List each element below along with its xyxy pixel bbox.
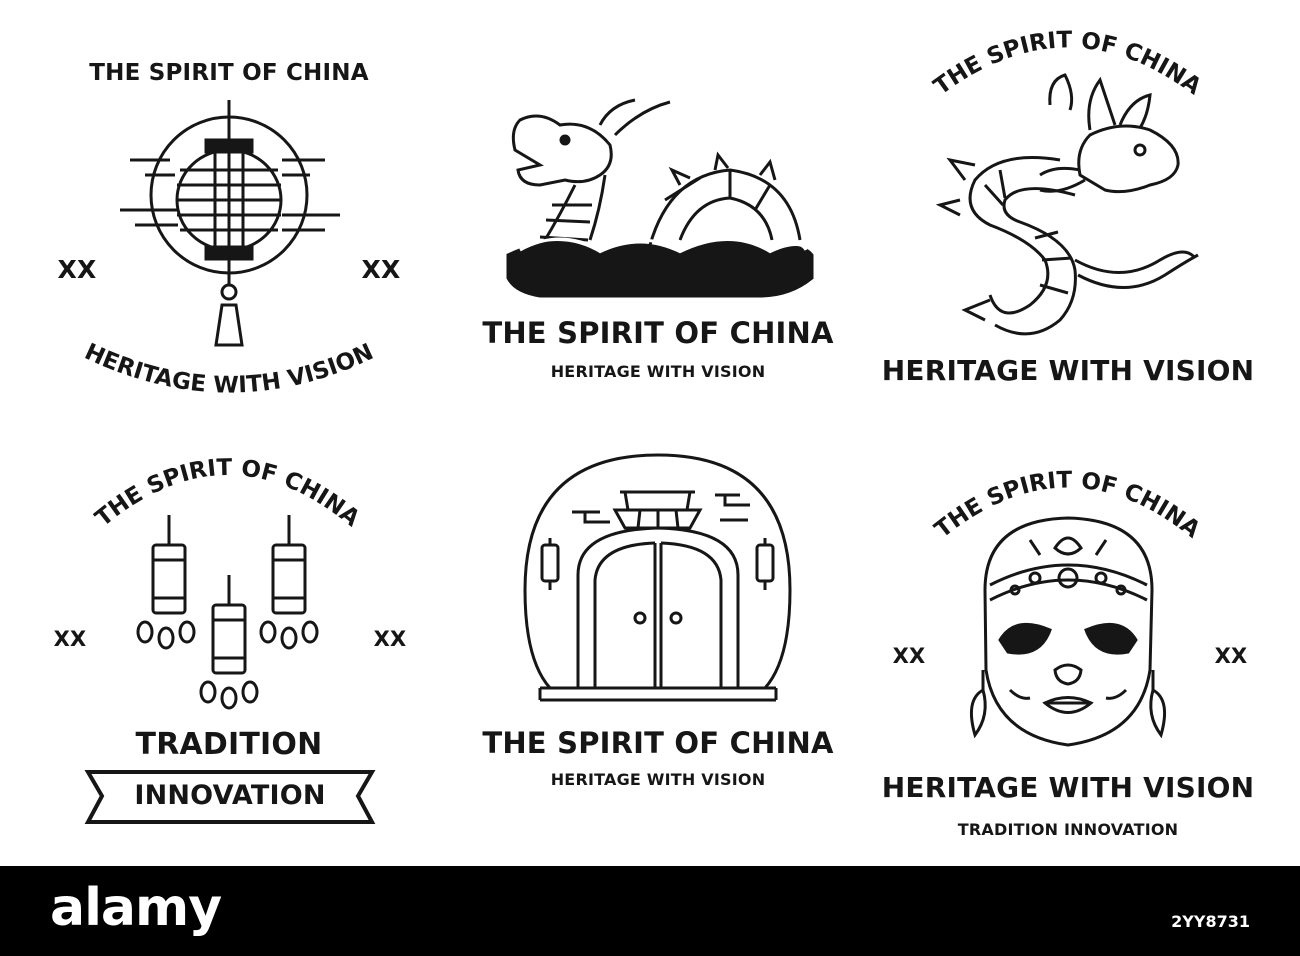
stock-image-id: 2YY8731 [1171, 912, 1250, 931]
badge3-top-arc: THE SPIRIT OF CHINA [929, 27, 1206, 100]
badge1-top-text: THE SPIRIT OF CHINA [89, 60, 369, 86]
badge6-right-mark: XX [1214, 644, 1248, 668]
hanging-lanterns-icon [136, 515, 319, 710]
badge3-title: HERITAGE WITH VISION [881, 354, 1255, 387]
coiled-dragon-icon [935, 73, 1199, 336]
badge6-top-arc: THE SPIRIT OF CHINA [930, 467, 1205, 543]
badge2-title: THE SPIRIT OF CHINA [482, 316, 834, 350]
badge6-subtitle: TRADITION INNOVATION [957, 820, 1179, 839]
badge4-title: TRADITION [135, 727, 323, 762]
stock-footer: alamy 2YY8731 [0, 866, 1300, 956]
alamy-logo: alamy [50, 878, 222, 938]
badge5-subtitle: HERITAGE WITH VISION [550, 770, 766, 789]
badge-artwork: THE SPIRIT OF CHINA HERITAGE WITH VISION… [81, 27, 1206, 824]
badge1-right-mark: XX [361, 255, 401, 284]
badge4-right-mark: XX [373, 627, 407, 651]
badge1-bottom-arc: HERITAGE WITH VISION [81, 339, 378, 399]
badge6-left-mark: XX [892, 644, 926, 668]
badge4-left-mark: XX [53, 627, 87, 651]
badge4-ribbon-text: INNOVATION [134, 780, 326, 811]
badge6-title: HERITAGE WITH VISION [881, 771, 1255, 804]
dragon-waves-icon [506, 98, 814, 298]
badge2-subtitle: HERITAGE WITH VISION [550, 362, 766, 381]
badge-sheet: THE SPIRIT OF CHINA HERITAGE WITH VISION… [53, 27, 1255, 839]
ribbon-banner [84, 770, 376, 824]
badge5-title: THE SPIRIT OF CHINA [482, 726, 834, 760]
gate-icon [523, 453, 792, 702]
badge1-left-mark: XX [57, 255, 97, 284]
lantern-icon [120, 100, 340, 347]
opera-mask-icon [969, 516, 1167, 747]
badge4-top-arc: THE SPIRIT OF CHINA [91, 455, 365, 532]
